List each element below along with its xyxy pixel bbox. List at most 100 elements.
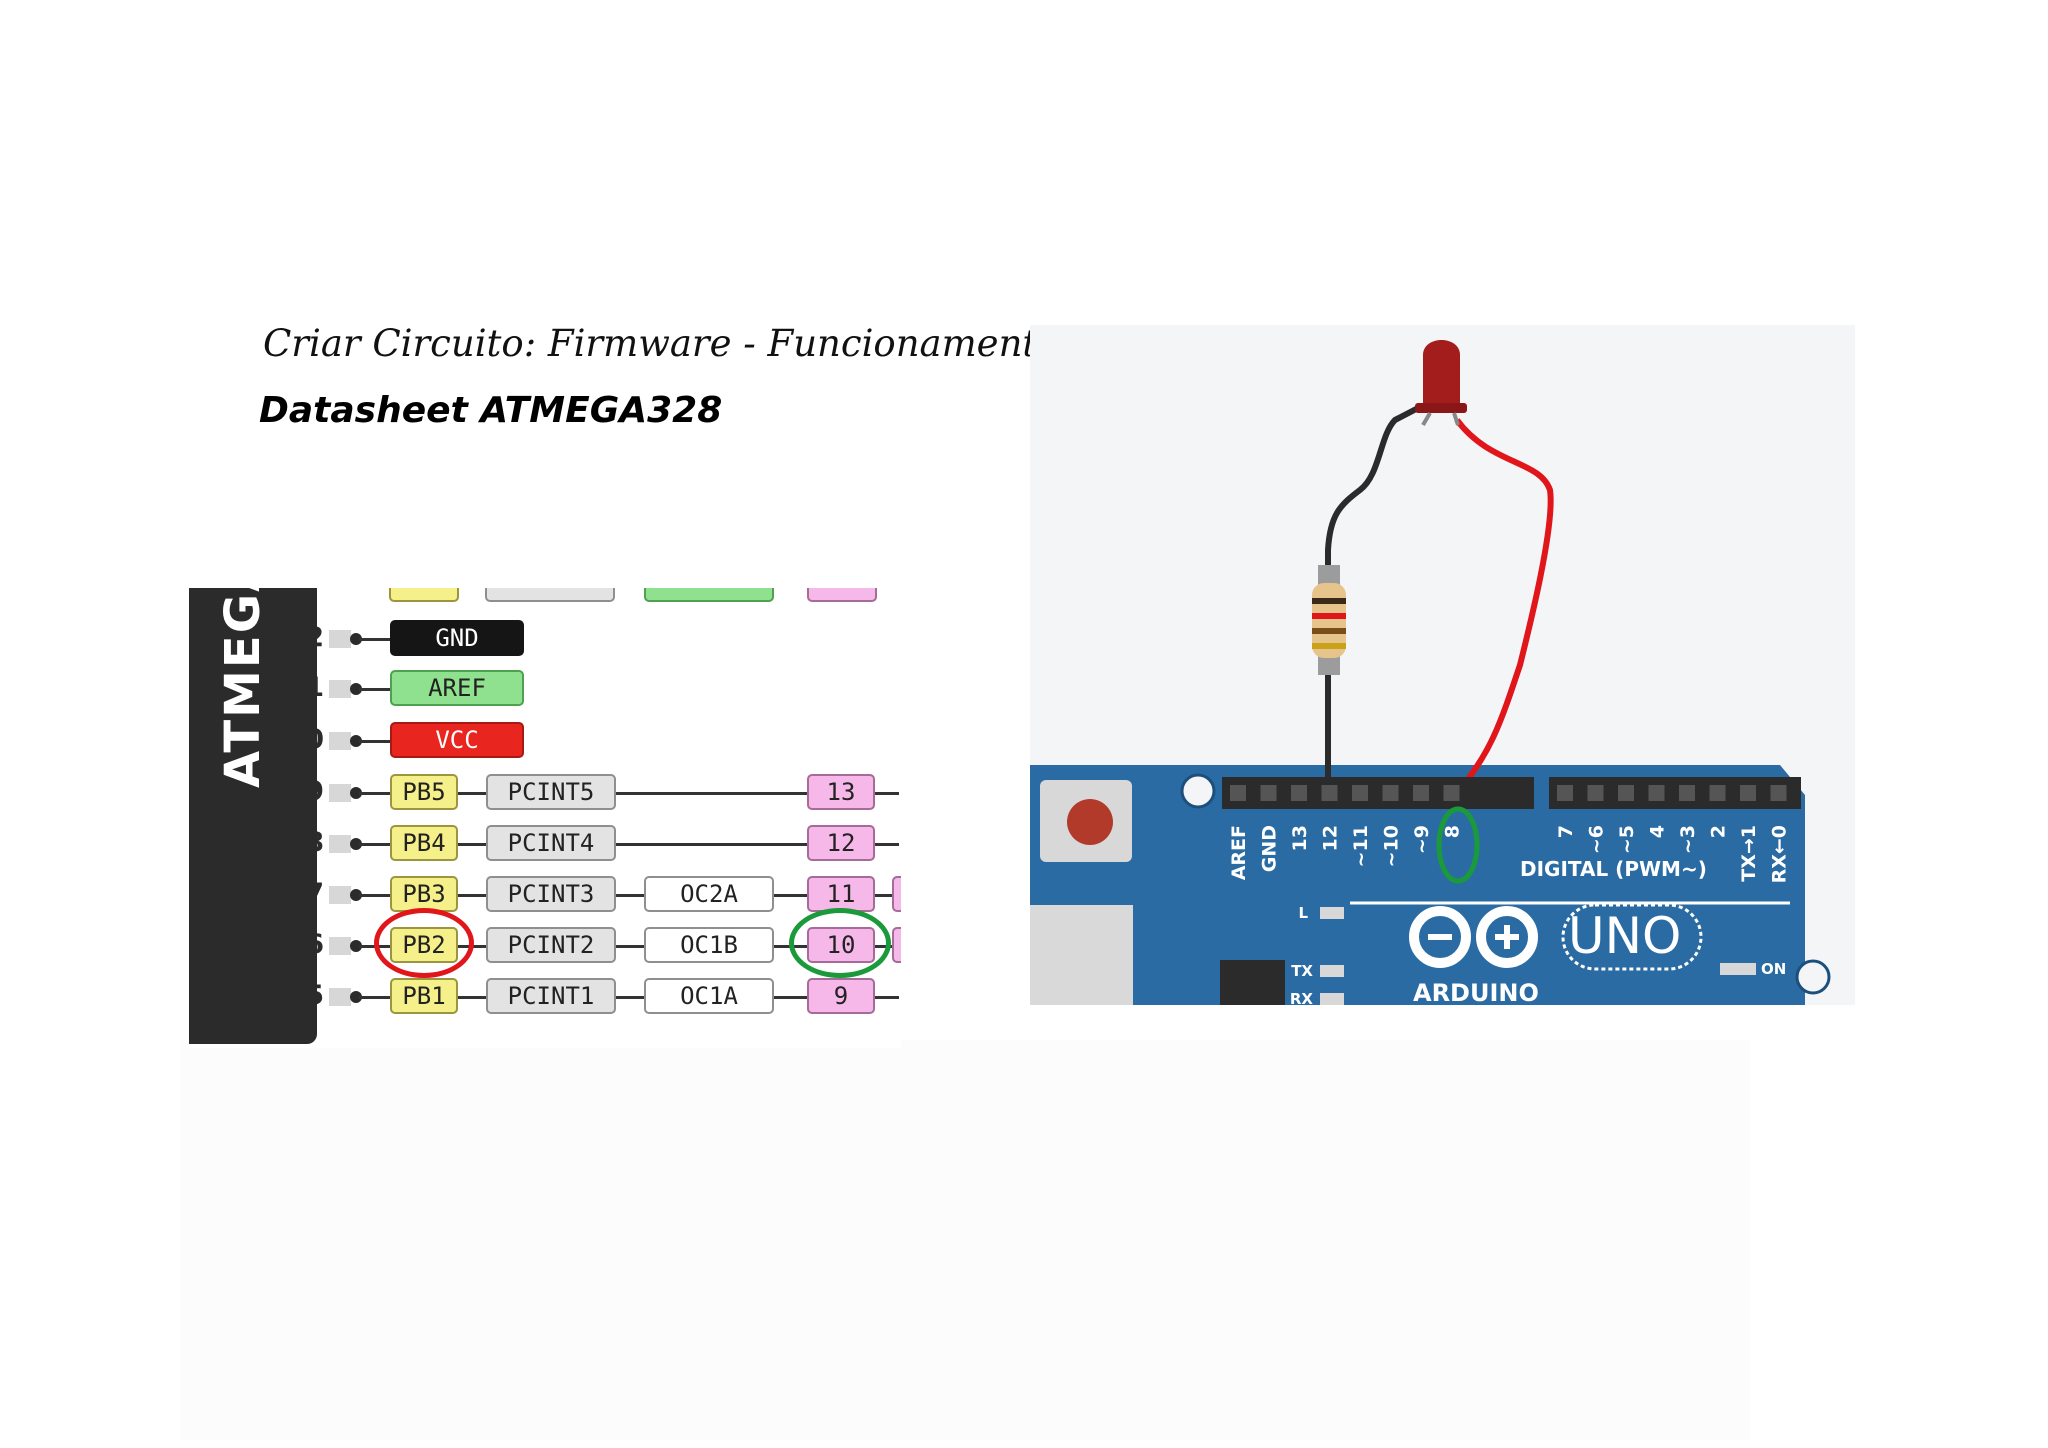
pcint-label: PCINT2 [486,927,616,963]
header-pin-label: 13 [1289,825,1311,851]
pin-row-22: 22 GND [189,618,901,658]
page-title: Criar Circuito: Firmware - Funcionamento [263,322,1060,365]
header-pin-label: RX←0 [1769,825,1791,883]
pin-number: 17 [286,878,324,909]
vcc-label: VCC [390,722,524,758]
digital-pin-label: 13 [807,774,875,810]
arduino-board [1030,765,1805,1005]
tx-led-label: TX [1291,962,1313,980]
timer-label: OC2A [644,876,774,912]
header-socket [1443,785,1460,801]
header-socket [1291,785,1307,801]
pin-number: 21 [286,672,324,703]
pin-row-20: 20 VCC [189,720,901,760]
ic-chip [1220,960,1285,1005]
header-socket [1557,785,1573,801]
pcint-label: PCINT1 [486,978,616,1014]
arduino-circuit-svg: DIGITAL (PWM~) ARDUINO UNO L TX RX ON AR… [1030,340,1831,1005]
header-pin-label: AREF [1228,825,1250,880]
rx-led-label: RX [1290,990,1314,1005]
arduino-logo-icon [1409,906,1538,968]
header-pin-label: ~10 [1381,825,1403,867]
header-pin-label: ~5 [1616,825,1638,854]
reset-button [1040,780,1132,862]
red-wire [1452,418,1554,797]
pin-number: 15 [286,980,324,1011]
header-socket [1618,785,1634,801]
mounting-hole [1180,773,1216,809]
pin-row-18: 18 PB4 PCINT4 12 [189,823,901,863]
header-pin-label: ~11 [1350,825,1372,867]
header-pin-label: GND [1259,825,1281,872]
header-socket [1679,785,1695,801]
pin10-highlight-ring [1436,806,1480,884]
pin-row-21: 21 AREF [189,668,901,708]
header-socket [1382,785,1399,801]
port-label: PB3 [390,876,458,912]
pin-number: 16 [286,929,324,960]
header-pin-label: 7 [1555,825,1577,838]
pin-number: 19 [286,776,324,807]
pin-number: 22 [286,622,324,653]
brand-label: ARDUINO [1413,979,1539,1005]
timer-label: OC1B [644,927,774,963]
l-led-label: L [1298,904,1308,922]
header-pin-label: 4 [1647,825,1669,838]
red-led [1415,340,1467,427]
pcint-label: PCINT5 [486,774,616,810]
on-led-label: ON [1761,960,1786,978]
pin10-highlight-ring [789,908,891,978]
header-pin-label: 2 [1708,825,1730,838]
header-socket [1648,785,1665,801]
black-wire-upper [1325,404,1422,570]
usb-connector [1030,905,1133,1005]
pin-row-15: 15 PB1 PCINT1 OC1A 9 [189,976,901,1016]
digital-header-2 [1549,777,1801,809]
pcint-label: PCINT4 [486,825,616,861]
header-socket [1709,785,1726,801]
aref-label: AREF [390,670,524,706]
header-pin-label: ~6 [1586,825,1608,854]
pin-number: 20 [286,724,324,755]
digital-pin-label: 9 [807,978,875,1014]
header-socket [1740,785,1756,801]
pcint-label: PCINT3 [486,876,616,912]
atmega328-pinout-diagram: ATMEGA3 22 GND 21 AREF 20 VCC 19 PB5 PCI… [189,588,901,1048]
model-label: UNO [1568,907,1681,965]
mounting-hole [1795,959,1831,995]
digital-pin-label: 11 [807,876,875,912]
uno-badge [1561,903,1703,971]
header-socket [1321,785,1338,801]
header-socket [1230,785,1246,801]
pin-row-19: 19 PB5 PCINT5 13 [189,772,901,812]
header-socket [1260,785,1277,801]
on-led [1720,963,1756,975]
header-pin-label: 12 [1320,825,1342,851]
header-socket [1770,785,1787,801]
header-pin-label: TX→1 [1738,825,1760,882]
pb2-highlight-ring [374,908,474,978]
header-socket [1587,785,1604,801]
header-pin-label: ~3 [1677,825,1699,854]
port-label: PB4 [390,825,458,861]
arduino-circuit-view: DIGITAL (PWM~) ARDUINO UNO L TX RX ON AR… [1030,325,1855,1005]
tx-led [1320,965,1344,977]
chip-body [189,588,317,1044]
timer-label: OC1A [644,978,774,1014]
page-background-panel [180,1040,1750,1440]
resistor [1312,565,1346,675]
port-label: PB1 [390,978,458,1014]
header-socket [1413,785,1429,801]
header-pin-label: ~9 [1411,825,1433,854]
header-socket [1352,785,1368,801]
digital-pin-label: 12 [807,825,875,861]
digital-label: DIGITAL (PWM~) [1520,857,1707,881]
gnd-label: GND [390,620,524,656]
header-pin-label: 8 [1442,825,1464,838]
pin-number: 18 [286,827,324,858]
pin-row-17: 17 PB3 PCINT3 OC2A 11 [189,874,901,914]
l-led [1320,907,1344,919]
page-subtitle: Datasheet ATMEGA328 [259,390,723,431]
rx-led [1320,993,1344,1005]
port-label: PB5 [390,774,458,810]
